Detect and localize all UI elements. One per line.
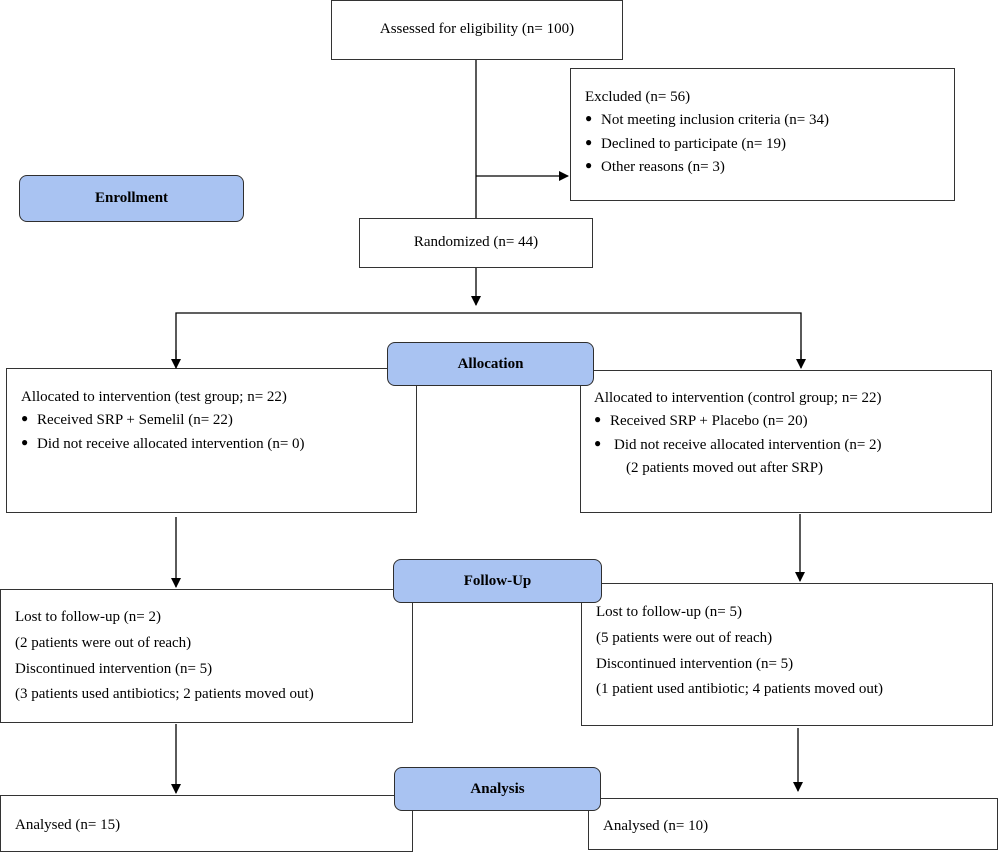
allocation-control-item2-text: Did not receive allocated intervention (… [614,436,882,453]
stage-analysis-label: Analysis [470,780,525,797]
followup-test-line: Lost to follow-up (n= 2) [15,609,161,625]
allocation-control-item: Did not receive allocated intervention (… [594,434,978,481]
followup-control-line: (1 patient used antibiotic; 4 patients m… [596,681,884,698]
split-line [175,312,802,366]
stage-allocation-label: Allocation [457,355,524,372]
followup-test-box: Lost to follow-up (n= 2) (2 patients wer… [0,589,413,723]
allocation-test-box: Allocated to intervention (test group; n… [6,368,417,513]
analysis-test-box: Analysed (n= 15) [0,795,413,852]
followup-test-line: (3 patients used antibiotics; 2 patients… [15,686,314,703]
followup-control-line: Discontinued intervention (n= 5) [596,655,794,672]
allocation-test-title: Allocated to intervention (test group; n… [21,389,287,405]
excluded-title: Excluded (n= 56) [585,89,691,105]
assessed-box: Assessed for eligibility (n= 100) [331,0,623,60]
randomized-text: Randomized (n= 44) [413,234,539,251]
analysis-control-text: Analysed (n= 10) [603,818,709,834]
excluded-box: Excluded (n= 56) Not meeting inclusion c… [570,68,955,201]
assessed-text: Assessed for eligibility (n= 100) [379,21,575,38]
followup-control-box: Lost to follow-up (n= 5) (5 patients wer… [581,583,993,726]
allocation-control-item2-note: (2 patients moved out after SRP) [626,459,824,476]
excluded-reason: Not meeting inclusion criteria (n= 34) [585,109,940,132]
stage-enrollment-label: Enrollment [94,190,169,206]
allocation-control-items: Received SRP + Placebo (n= 20) Did not r… [594,410,978,480]
allocation-test-item: Did not receive allocated intervention (… [21,433,402,456]
stage-analysis: Analysis [394,767,601,811]
allocation-control-box: Allocated to intervention (control group… [580,370,992,513]
stage-followup-label: Follow-Up [463,572,532,589]
excluded-reasons: Not meeting inclusion criteria (n= 34) D… [585,109,940,179]
allocation-control-item: Received SRP + Placebo (n= 20) [594,410,978,433]
stage-enrollment: Enrollment [19,175,244,222]
followup-test-line: (2 patients were out of reach) [15,634,192,651]
stage-allocation: Allocation [387,342,594,386]
allocation-test-item: Received SRP + Semelil (n= 22) [21,409,402,432]
allocation-control-title: Allocated to intervention (control group… [594,390,882,406]
followup-control-line: Lost to follow-up (n= 5) [596,604,742,620]
followup-test-line: Discontinued intervention (n= 5) [15,660,213,677]
followup-control-line: (5 patients were out of reach) [596,629,773,646]
excluded-reason: Other reasons (n= 3) [585,156,940,179]
allocation-test-items: Received SRP + Semelil (n= 22) Did not r… [21,409,402,456]
excluded-reason: Declined to participate (n= 19) [585,133,940,156]
randomized-box: Randomized (n= 44) [359,218,593,268]
analysis-test-text: Analysed (n= 15) [15,817,121,833]
stage-followup: Follow-Up [393,559,602,603]
analysis-control-box: Analysed (n= 10) [588,798,998,850]
